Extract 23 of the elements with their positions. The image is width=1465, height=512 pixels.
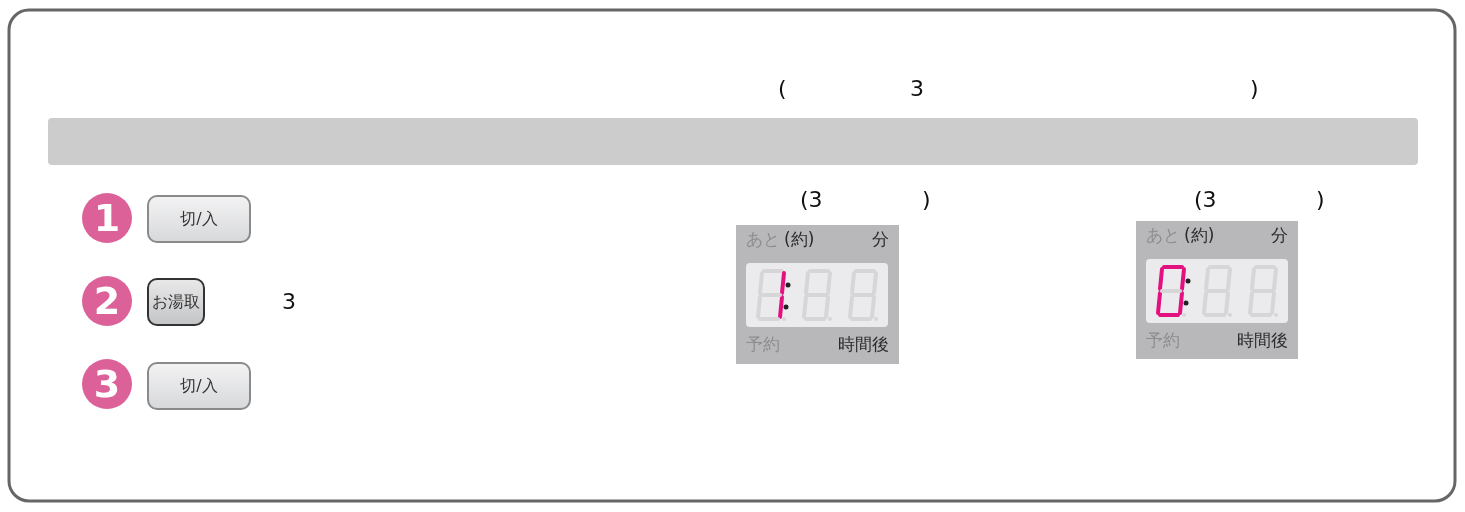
step-number: 3 <box>93 365 121 403</box>
display-text: 分 <box>872 231 889 248</box>
control-button: 切/入 <box>147 362 251 410</box>
caption-text: ) <box>922 189 931 211</box>
display-text: 分 <box>1271 227 1288 244</box>
step-circle <box>82 193 132 243</box>
step-circle <box>82 276 132 326</box>
display-text: 時間後 <box>838 336 889 353</box>
control-button: 切/入 <box>147 195 251 243</box>
caption-text: ) <box>1316 189 1325 211</box>
display-text: 時間後 <box>1237 332 1288 349</box>
caption-text: 3 <box>282 291 296 313</box>
display-text: (約) <box>784 231 815 248</box>
step-number: 1 <box>93 199 121 237</box>
caption-text: ) <box>1250 78 1259 100</box>
step-number: 2 <box>93 282 121 320</box>
caption-text: ( <box>778 78 787 100</box>
step-circle <box>82 359 132 409</box>
caption-text: 3 <box>910 78 924 100</box>
timer-display-panel <box>1136 221 1298 359</box>
control-button: お湯取 <box>147 278 205 326</box>
timer-display-panel <box>736 225 899 364</box>
display-text: (約) <box>1184 227 1215 244</box>
